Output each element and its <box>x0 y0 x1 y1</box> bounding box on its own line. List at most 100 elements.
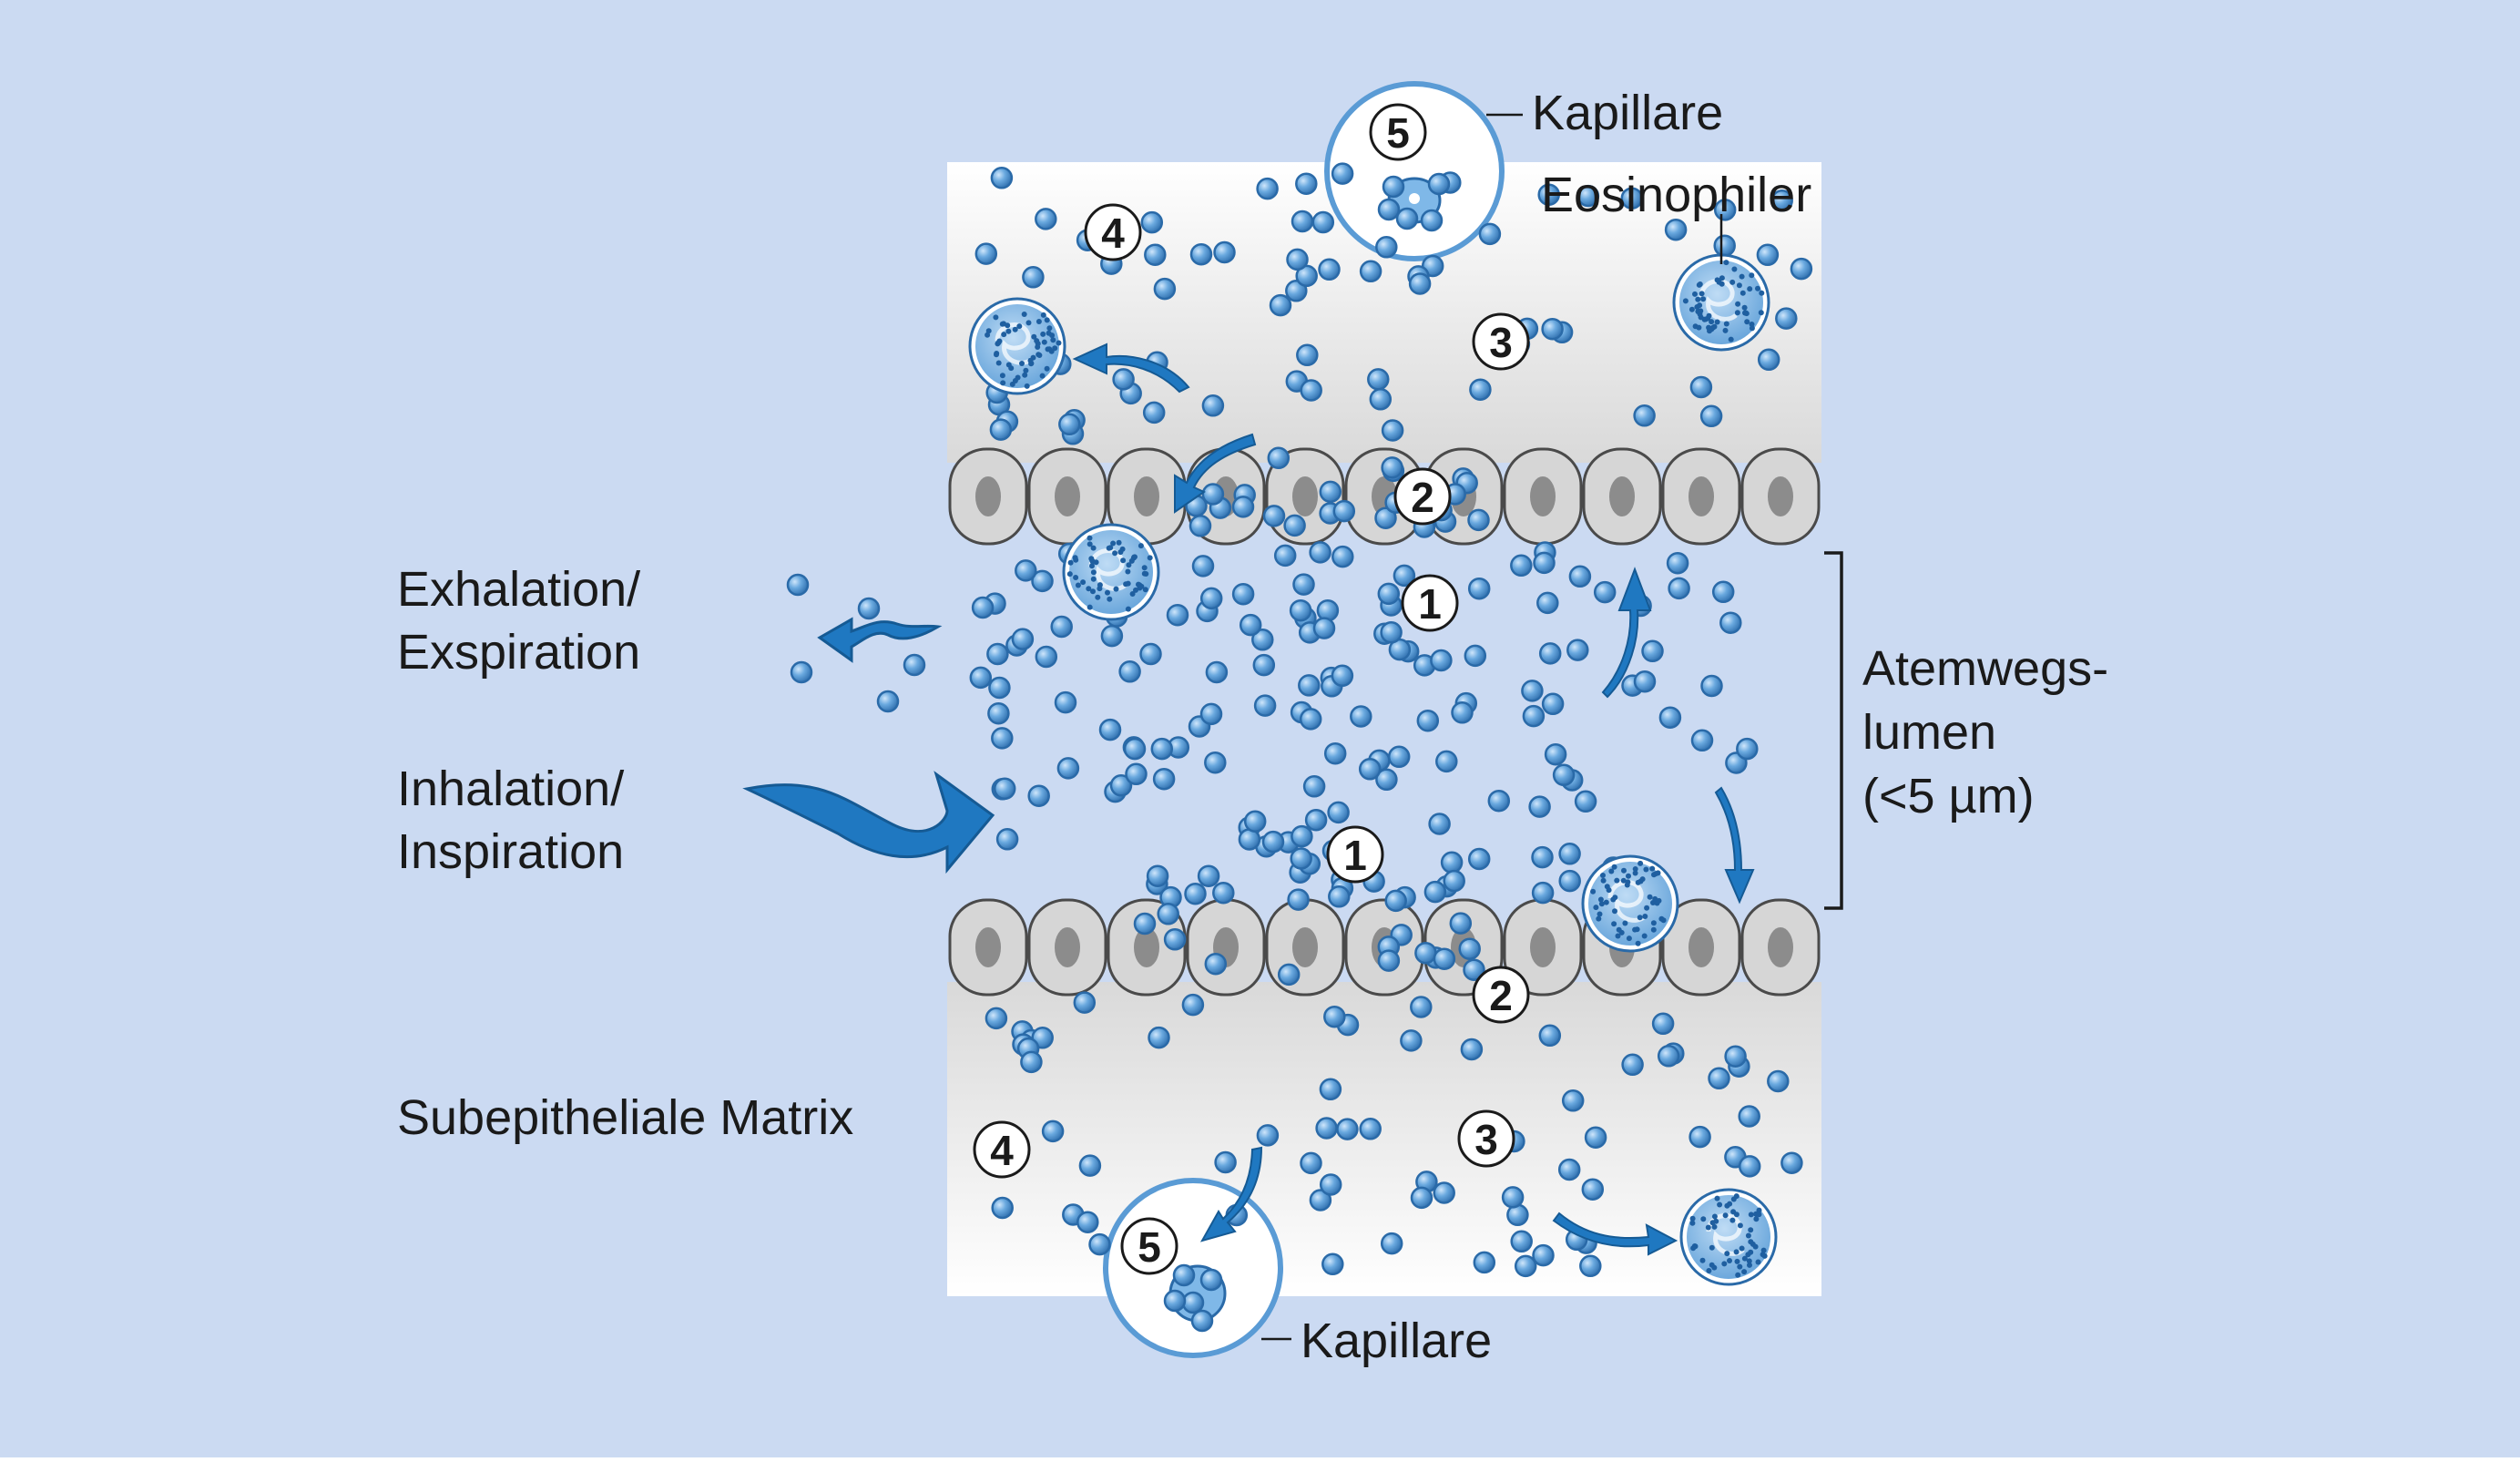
particle <box>1521 680 1544 702</box>
particle <box>1576 184 1600 208</box>
particle <box>990 167 1014 189</box>
particle <box>1054 690 1077 714</box>
particle <box>1327 801 1350 824</box>
particle <box>1537 183 1560 206</box>
particle <box>1287 888 1310 911</box>
particle <box>1666 551 1689 575</box>
label-lumen-size: (<5 µm) <box>1862 769 2035 823</box>
capillary-in-arrow <box>1199 1146 1263 1242</box>
particle <box>1321 1252 1344 1276</box>
particle <box>1467 508 1490 532</box>
particle <box>1076 1211 1099 1233</box>
particle <box>988 676 1011 700</box>
particle <box>1463 958 1485 981</box>
particle <box>1323 741 1347 765</box>
particle <box>1251 629 1274 651</box>
particle <box>1319 1078 1342 1101</box>
particle <box>1214 1150 1237 1174</box>
marker-4-lower: 4 <box>990 1127 1014 1174</box>
particle <box>857 597 881 620</box>
particle <box>1711 580 1735 604</box>
particle <box>1304 808 1328 832</box>
particle <box>1296 343 1319 367</box>
particle <box>1377 582 1401 606</box>
lower-epithelium-cell <box>948 898 1028 997</box>
particle <box>1724 1045 1747 1068</box>
particle <box>991 727 1014 750</box>
particle <box>1142 401 1166 424</box>
particle <box>1212 881 1235 905</box>
particle <box>1689 375 1713 399</box>
particle <box>1073 991 1097 1014</box>
particle <box>1375 768 1398 792</box>
particle <box>1440 851 1464 874</box>
eosinophil-upper-left <box>968 297 1066 395</box>
particle <box>1369 388 1393 411</box>
lumen-up-arrow <box>1601 567 1652 699</box>
particle <box>1350 705 1372 728</box>
particle <box>1157 903 1179 925</box>
particle <box>1757 348 1780 372</box>
particle <box>1359 1118 1382 1140</box>
particle <box>1566 639 1589 661</box>
label-kapillare-bottom: Kapillare <box>1301 1314 1492 1368</box>
marker-2-lower: 2 <box>1489 972 1513 1019</box>
particle <box>1699 404 1723 428</box>
particle <box>1027 784 1050 807</box>
particle <box>1367 368 1390 391</box>
particle <box>1528 795 1551 818</box>
label-subepitheliale-matrix: Subepitheliale Matrix <box>397 1090 853 1145</box>
particle <box>1579 1254 1602 1278</box>
particle <box>1312 617 1336 639</box>
particle <box>1152 767 1176 791</box>
inhalation-arrow <box>742 771 995 874</box>
capillary-particle <box>1395 207 1419 230</box>
particle <box>1204 952 1228 976</box>
arrows-group <box>742 342 1755 1256</box>
particle <box>993 777 1016 801</box>
capillary-particle <box>1420 209 1444 232</box>
marker-1-lower: 1 <box>1343 832 1367 879</box>
upper-epithelium-cell <box>1661 447 1741 546</box>
lumen-bracket <box>1824 551 1843 910</box>
particle <box>1433 1181 1455 1204</box>
particle <box>1189 515 1212 537</box>
particle <box>1510 1230 1533 1253</box>
particle <box>1775 307 1798 330</box>
lower-epithelium-cell <box>1265 898 1345 997</box>
particle <box>1657 1045 1680 1068</box>
lower-epithelium-cell <box>1740 898 1821 997</box>
upper-epithelium-cell <box>1582 447 1662 546</box>
particle <box>1641 639 1664 663</box>
particle <box>1022 266 1045 289</box>
particle <box>1262 505 1286 527</box>
upper-epithelium-cell <box>1027 447 1107 546</box>
particle <box>1267 446 1291 470</box>
particle <box>1109 774 1133 797</box>
label-lumen: lumen <box>1862 705 1996 760</box>
particle <box>1295 264 1318 288</box>
lumen-down-arrow <box>1714 786 1755 905</box>
particle <box>1460 1038 1484 1061</box>
particle <box>1738 1105 1760 1128</box>
particle <box>1384 889 1407 913</box>
marker-1-upper: 1 <box>1418 580 1442 628</box>
upper-epithelium-cell <box>1503 447 1583 546</box>
particle <box>1261 830 1285 854</box>
particle <box>1098 718 1122 741</box>
particle <box>1790 257 1813 281</box>
particle <box>1201 394 1225 417</box>
particle <box>1689 1125 1711 1149</box>
particle <box>1239 613 1262 637</box>
label-eosinophiler: Eosinophiler <box>1541 168 1811 222</box>
particle <box>1269 293 1292 317</box>
particle <box>1319 1173 1342 1196</box>
particle <box>1770 189 1793 212</box>
particle <box>1473 1251 1496 1274</box>
particle <box>1328 885 1351 908</box>
capillary-particle <box>1163 1289 1187 1313</box>
particle <box>1538 642 1562 665</box>
particle <box>1380 1232 1403 1255</box>
eosinophil-lumen-lower <box>1581 854 1679 953</box>
particle <box>1300 1151 1322 1175</box>
